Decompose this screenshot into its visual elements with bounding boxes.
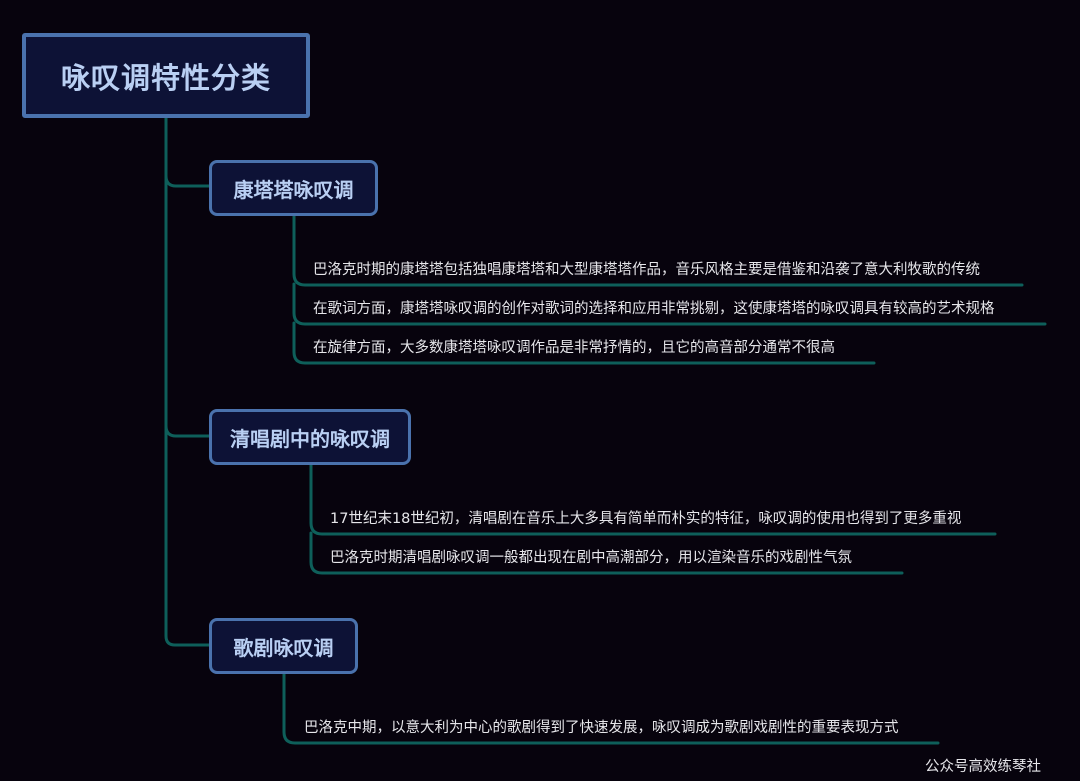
leaf-connector-1-1	[309, 531, 904, 575]
leaf-item[interactable]: 巴洛克时期清唱剧咏叹调一般都出现在剧中高潮部分，用以渲染音乐的戏剧性气氛	[330, 550, 852, 566]
watermark-footer: 公众号高效练琴社	[925, 759, 1041, 775]
root-node[interactable]: 咏叹调特性分类	[22, 33, 310, 118]
leaf-connector-1-0	[309, 462, 997, 536]
leaf-item[interactable]: 巴洛克中期，以意大利为中心的歌剧得到了快速发展，咏叹调成为歌剧戏剧性的重要表现方…	[304, 720, 899, 736]
leaf-connector-0-1	[292, 282, 1047, 326]
branch-node-oratorio-aria[interactable]: 清唱剧中的咏叹调	[209, 409, 411, 465]
leaf-item[interactable]: 在旋律方面，大多数康塔塔咏叹调作品是非常抒情的，且它的高音部分通常不很高	[313, 340, 835, 356]
leaf-item[interactable]: 17世纪末18世纪初，清唱剧在音乐上大多具有简单而朴实的特征，咏叹调的使用也得到…	[330, 511, 962, 527]
branch-node-cantata-aria[interactable]: 康塔塔咏叹调	[209, 160, 378, 216]
branch-node-opera-aria[interactable]: 歌剧咏叹调	[209, 618, 358, 674]
branch-connector-0	[164, 174, 212, 188]
leaf-connector-2-0	[282, 671, 940, 745]
leaf-item[interactable]: 在歌词方面，康塔塔咏叹调的创作对歌词的选择和应用非常挑剔，这使康塔塔的咏叹调具有…	[313, 301, 995, 317]
leaf-connector-0-0	[292, 212, 1024, 287]
branch-connector-1	[164, 424, 212, 438]
leaf-item[interactable]: 巴洛克时期的康塔塔包括独唱康塔塔和大型康塔塔作品，音乐风格主要是借鉴和沿袭了意大…	[313, 262, 980, 278]
leaf-connector-0-2	[292, 321, 876, 365]
trunk-connector	[164, 116, 212, 647]
